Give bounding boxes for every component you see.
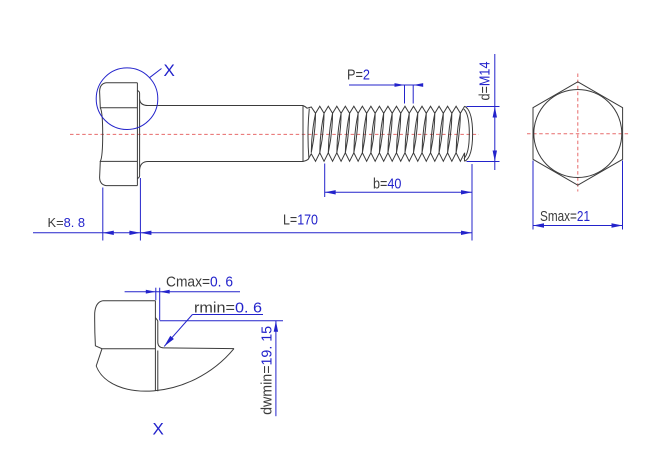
svg-text:d=M14: d=M14 [477, 62, 494, 101]
svg-text:Cmax=0. 6: Cmax=0. 6 [166, 274, 233, 291]
svg-text:rmin=0. 6: rmin=0. 6 [194, 299, 262, 316]
svg-text:L=170: L=170 [283, 212, 318, 229]
svg-text:K=8. 8: K=8. 8 [48, 215, 86, 230]
svg-text:Smax=21: Smax=21 [540, 208, 590, 225]
svg-text:dwmin=19. 15: dwmin=19. 15 [259, 326, 276, 415]
svg-text:b=40: b=40 [373, 175, 401, 192]
svg-text:X: X [153, 420, 164, 439]
svg-text:X: X [164, 61, 175, 80]
svg-text:P=2: P=2 [347, 66, 370, 83]
